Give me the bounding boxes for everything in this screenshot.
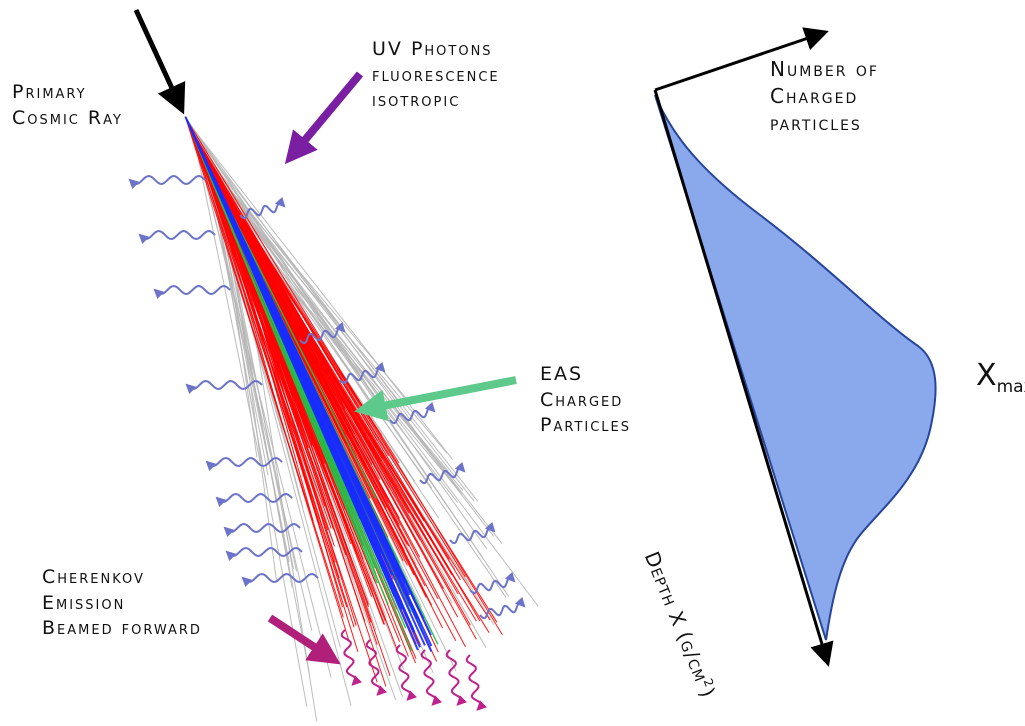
primary-cosmic-ray-arrow <box>133 8 186 115</box>
shower-blue-track <box>230 217 420 620</box>
fluorescence-photon <box>153 284 231 300</box>
fluorescence-photon <box>205 456 283 472</box>
fluorescence-photon <box>419 461 466 485</box>
cherenkov-emission-label: Cherenkov Emission Beamed forward <box>42 566 202 640</box>
uv-photons-pointer-arrow <box>284 71 364 165</box>
shower-red-track <box>204 158 381 462</box>
cherenkov-photon <box>445 649 467 706</box>
shower-green-track <box>185 117 378 584</box>
fluorescence-photon <box>479 596 526 620</box>
xmax-label: Xmax <box>976 358 1025 397</box>
fluorescence-photon <box>241 572 319 588</box>
shower-blue-track <box>191 132 388 577</box>
shower-red-track <box>231 218 336 563</box>
photon-wavy-arrows <box>128 174 526 711</box>
shower-blue-core <box>184 116 433 653</box>
shower-red-track <box>199 148 371 462</box>
fluorescence-photon <box>389 401 436 425</box>
fluorescence-photon <box>138 229 216 245</box>
fluorescence-photon <box>449 521 496 545</box>
fluorescence-photon <box>185 379 263 395</box>
fluorescence-photon <box>223 522 301 538</box>
shower-gray-track <box>193 134 332 678</box>
fluorescence-photon <box>469 571 516 595</box>
shower-red-track <box>202 154 458 582</box>
charged-particle-profile <box>654 94 937 641</box>
shower-gray-track <box>193 134 262 466</box>
shower-red-track <box>194 137 348 608</box>
cherenkov-photon <box>340 629 362 686</box>
cherenkov-photon <box>465 654 487 711</box>
shower-blue-track <box>184 116 402 578</box>
cherenkov-photon <box>365 639 387 696</box>
fluorescence-photon <box>215 492 293 508</box>
shower-red-track <box>227 209 477 622</box>
shower-red-track <box>204 160 347 556</box>
shower-red-track <box>186 118 503 635</box>
shower-red-track <box>192 133 302 453</box>
shower-red-tracks <box>184 116 503 687</box>
cherenkov-pointer-arrow <box>267 614 341 665</box>
shower-gray-track <box>210 174 290 563</box>
shower-red-track <box>219 192 328 553</box>
depth-axis-arrow <box>653 89 834 667</box>
shower-gray-track <box>226 208 277 582</box>
fluorescence-photon <box>239 196 286 220</box>
eas-charged-particles-label: EAS Charged Particles <box>540 363 631 437</box>
cherenkov-photon <box>420 649 442 706</box>
shower-gray-track <box>189 126 378 415</box>
uv-photons-label: UV Photons fluorescence isotropic <box>372 38 500 112</box>
number-charged-particles-label: Number of Charged particles <box>770 57 879 135</box>
fluorescence-photon <box>299 321 346 345</box>
shower-gray-track <box>209 170 539 607</box>
primary-cosmic-ray-label: Primary Cosmic Ray <box>12 81 123 129</box>
fluorescence-photon <box>128 174 206 190</box>
shower-red-track <box>231 218 450 560</box>
shower-gray-track <box>191 130 400 404</box>
shower-red-track <box>233 223 373 597</box>
eas-pointer-arrow <box>354 376 517 422</box>
shower-red-track <box>208 169 354 441</box>
shower-red-track <box>184 116 344 618</box>
cherenkov-photon <box>395 644 417 701</box>
shower-red-track <box>203 157 466 578</box>
fluorescence-photon <box>339 361 386 385</box>
fluorescence-photon <box>225 546 303 562</box>
number-axis-arrow <box>654 27 829 92</box>
